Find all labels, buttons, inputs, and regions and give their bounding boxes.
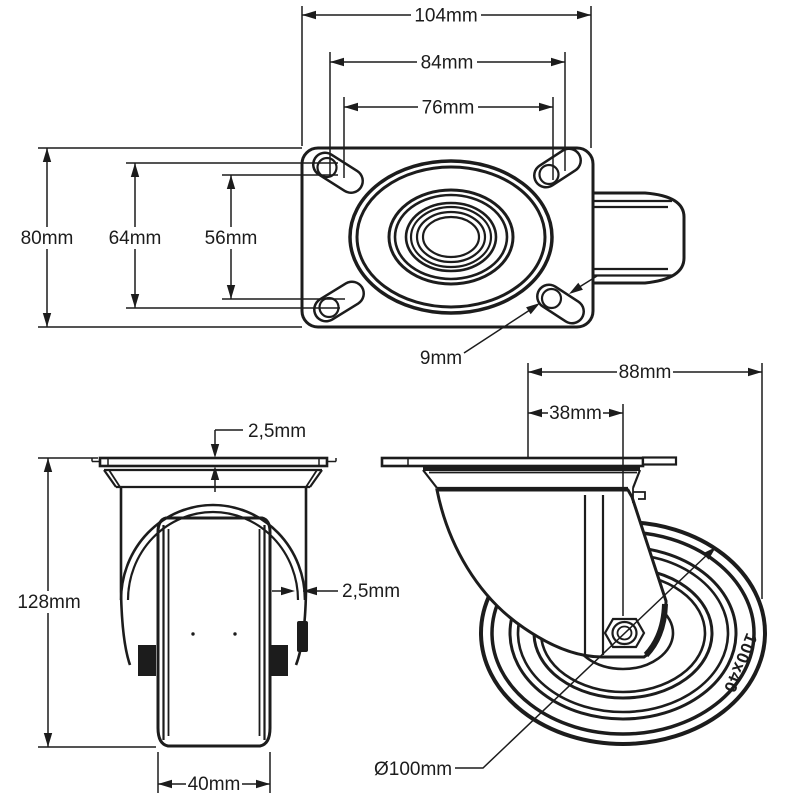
dim-label-plate-thickness: 2,5mm	[248, 421, 306, 442]
dim-label-bolt-height-outer: 64mm	[109, 228, 162, 249]
front-tire	[156, 516, 272, 748]
side-swivel-housing	[422, 466, 646, 503]
dim-label-swivel-reach: 88mm	[619, 362, 672, 383]
hub-center-mark	[233, 632, 237, 636]
dim-plate-width: 104mm	[302, 4, 591, 27]
dim-label-bracket-thickness: 2,5mm	[342, 581, 400, 602]
dim-plate-height: 80mm	[18, 148, 76, 327]
mounting-plate-outline	[300, 146, 595, 329]
dim-wheel-diameter: Ø100mm	[374, 547, 716, 780]
side-top-plate	[380, 456, 678, 468]
fork-leg-foot	[270, 645, 288, 676]
brake-tab	[297, 621, 308, 652]
side-view: 100x40	[374, 361, 767, 780]
front-fork-bracket	[119, 487, 308, 676]
wheel-top-view-icon	[593, 191, 686, 285]
hub-center-mark	[191, 632, 195, 636]
dim-label-bolt-height-inner: 56mm	[205, 228, 258, 249]
bolt-slot-top-left	[312, 151, 364, 194]
dim-overall-height: 128mm	[16, 457, 156, 748]
dim-bracket-thickness: 2,5mm	[272, 581, 400, 602]
dim-plate-thickness: 2,5mm	[210, 421, 306, 492]
dim-label-plate-width: 104mm	[414, 6, 477, 27]
wheel-marking-label: 100x40	[720, 631, 761, 696]
dim-label-bolt-width-outer: 84mm	[421, 53, 474, 74]
front-top-plate	[91, 456, 337, 468]
dim-label-bolt-width-inner: 76mm	[422, 98, 475, 119]
dim-bolt-width-inner: 76mm	[344, 96, 553, 119]
dim-label-wheel-diameter: Ø100mm	[374, 759, 452, 780]
dim-label-plate-height: 80mm	[21, 228, 74, 249]
dim-swivel-reach: 88mm	[527, 361, 763, 599]
dim-wheel-width: 40mm	[157, 752, 271, 795]
front-swivel-flange	[103, 468, 323, 489]
dim-label-wheel-width: 40mm	[188, 774, 241, 795]
dim-label-overall-height: 128mm	[17, 592, 80, 613]
dim-swivel-offset: 38mm	[528, 402, 624, 616]
fork-leg-foot	[138, 645, 156, 676]
dim-bolt-height-inner: 56mm	[202, 175, 260, 299]
dim-label-swivel-offset: 38mm	[549, 403, 602, 424]
dim-bolt-hole: 9mm	[420, 275, 598, 369]
dim-bolt-width-outer: 84mm	[330, 51, 565, 74]
dim-bolt-height-outer: 64mm	[106, 163, 164, 308]
swivel-bearing-rings	[348, 159, 554, 315]
bolt-slot-bottom-left	[313, 280, 365, 323]
bolt-slot-bottom-right	[536, 283, 585, 325]
plan-view: 104mm 84mm 76mm 80mm	[18, 4, 686, 369]
dim-label-bolt-hole: 9mm	[420, 348, 462, 369]
plan-extension-lines	[38, 6, 592, 328]
side-fork-bracket	[435, 488, 668, 659]
front-view: 128mm 2,5mm 2,5mm 40mm	[16, 421, 400, 795]
